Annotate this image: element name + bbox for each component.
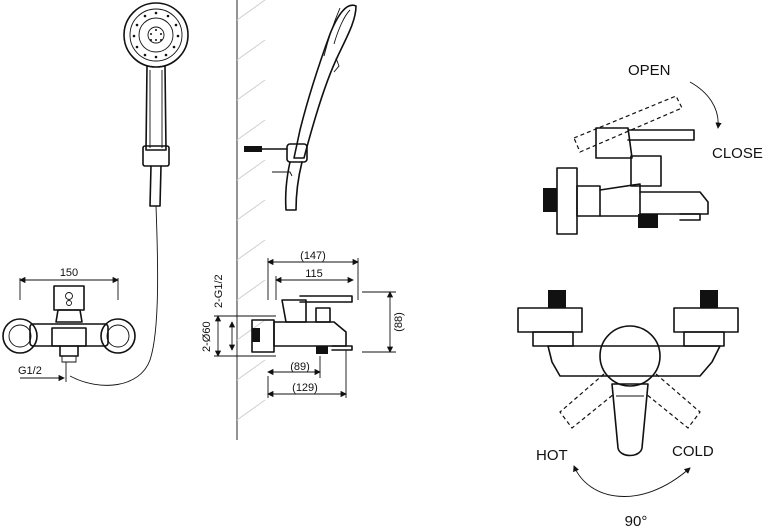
open-close-detail: OPEN CLOSE	[543, 62, 763, 235]
side-diameter-dim: 2-Ø60	[201, 321, 213, 352]
side-inner-dim: (89)	[290, 361, 310, 373]
side-height-dim: (88)	[393, 312, 405, 332]
side-view-hand-shower	[244, 4, 357, 211]
hot-cold-detail: HOT COLD 90°	[517, 290, 739, 530]
side-thread-dim: 2-G1/2	[213, 274, 225, 308]
open-label: OPEN	[628, 62, 671, 79]
wall-section	[236, 0, 266, 440]
front-view-hand-shower	[69, 2, 189, 386]
front-width-dim: 150	[60, 267, 78, 279]
front-thread-dim: G1/2	[18, 365, 42, 377]
angle-label: 90°	[625, 513, 648, 530]
side-spout-dim: 115	[305, 268, 323, 280]
side-view-mixer: (147) 115 2-G1/2 2-Ø60 (88) (89) (129)	[201, 250, 405, 398]
cold-label: COLD	[672, 443, 714, 460]
side-overall-dim: (147)	[300, 250, 326, 262]
hot-label: HOT	[536, 447, 568, 464]
front-view-mixer: 150 G1/2	[2, 267, 136, 382]
side-depth-dim: (129)	[292, 382, 318, 394]
close-label: CLOSE	[712, 145, 763, 162]
